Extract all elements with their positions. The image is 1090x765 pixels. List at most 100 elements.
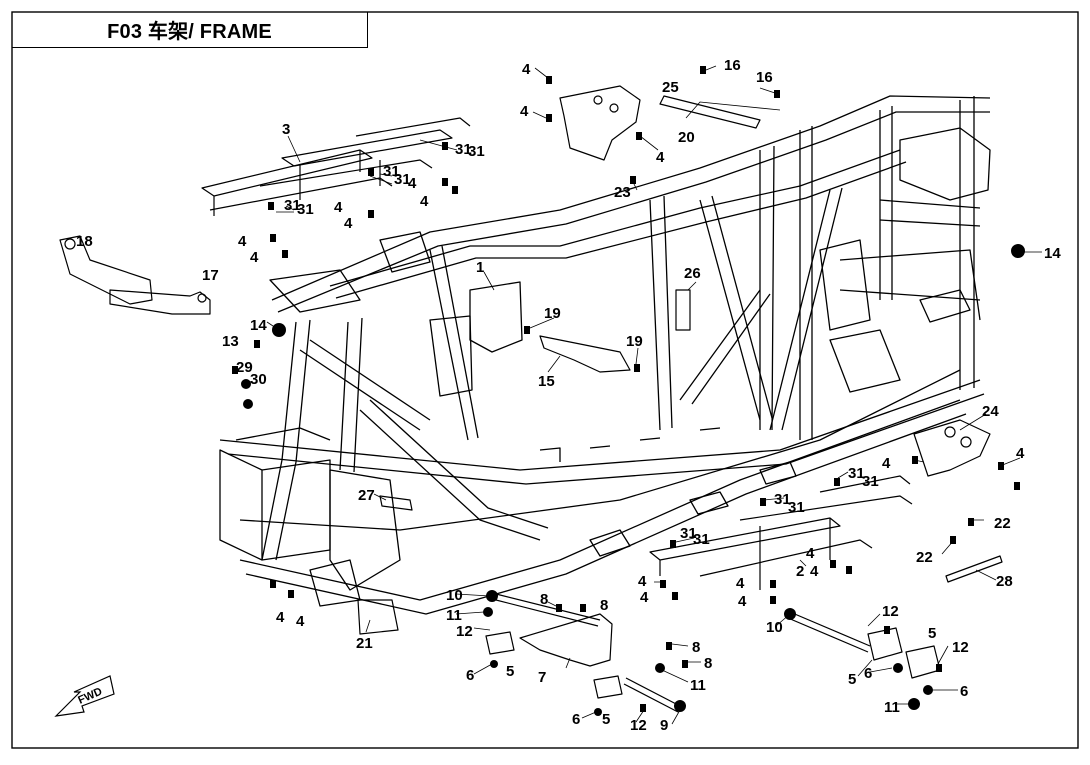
callout-20: 20 [678, 129, 695, 146]
callout-4l: 4 [806, 545, 815, 562]
part-15-stay [539, 335, 631, 373]
callout-5c: 5 [848, 671, 856, 688]
callout-31e: 31 [284, 197, 301, 214]
callout-31l: 31 [693, 531, 710, 548]
callout-4a: 4 [408, 175, 417, 192]
part-5-mount-b [593, 675, 623, 699]
callout-29: 29 [236, 359, 253, 376]
part-3-bracket [201, 117, 471, 216]
callout-6c: 6 [864, 665, 872, 682]
main-frame [219, 95, 991, 615]
part-10-bolt [495, 593, 601, 627]
callout-17: 17 [202, 267, 219, 284]
callout-27: 27 [358, 487, 375, 504]
callout-4o: 4 [640, 589, 649, 606]
loose-parts [59, 65, 1042, 725]
callout-4c: 4 [334, 199, 343, 216]
callout-8a: 8 [540, 591, 548, 608]
callout-4m: 4 [810, 563, 819, 580]
callout-4j: 4 [882, 455, 891, 472]
callout-4n: 4 [638, 573, 647, 590]
callout-4h: 4 [520, 103, 529, 120]
part-21-bracket [357, 599, 399, 635]
callout-23: 23 [614, 184, 631, 201]
part-20-plate [659, 95, 761, 129]
callout-18: 18 [76, 233, 93, 250]
callout-31d: 31 [394, 171, 411, 188]
callout-31b: 31 [468, 143, 485, 160]
callout-31k: 31 [680, 525, 697, 542]
callout-1: 1 [476, 259, 484, 276]
callout-14b: 14 [250, 317, 267, 334]
part-17-bracket [109, 289, 211, 315]
callout-26: 26 [684, 265, 701, 282]
callout-2: 2 [796, 563, 804, 580]
callout-5a: 5 [506, 663, 514, 680]
part-10-bolt-b [787, 611, 871, 653]
callout-12a: 12 [456, 623, 473, 640]
callout-8b: 8 [600, 597, 608, 614]
callout-10b: 10 [766, 619, 783, 636]
callout-6d: 6 [960, 683, 968, 700]
part-24-bracket [913, 419, 991, 477]
callout-11a: 11 [446, 607, 462, 624]
callout-3: 3 [282, 121, 290, 138]
callout-31f: 31 [297, 201, 314, 218]
callout-9: 9 [660, 717, 668, 734]
callout-31h: 31 [862, 473, 879, 490]
callout-4r: 4 [276, 609, 285, 626]
part-2-bracket [649, 475, 913, 590]
callout-labels: 3313131313131444444181744254201616231414… [76, 57, 1061, 734]
callout-4q: 4 [738, 593, 747, 610]
callout-4i: 4 [656, 149, 665, 166]
part-26-bracket [675, 289, 691, 331]
callout-31c: 31 [383, 163, 400, 180]
callout-15: 15 [538, 373, 555, 390]
callout-22a: 22 [994, 515, 1011, 532]
callout-31j: 31 [788, 499, 805, 516]
fasteners [232, 66, 1025, 716]
part-27-pin [379, 495, 413, 511]
callout-12b: 12 [630, 717, 647, 734]
part-5-mount-a [485, 631, 515, 655]
part-7-arm [519, 613, 613, 667]
callout-31g: 31 [848, 465, 865, 482]
callout-4k: 4 [1016, 445, 1025, 462]
callout-12c: 12 [882, 603, 899, 620]
callout-4g: 4 [522, 61, 531, 78]
callout-12d: 12 [952, 639, 969, 656]
part-5-mount-d [905, 645, 941, 679]
callout-14a: 14 [1044, 245, 1061, 262]
callout-4p: 4 [736, 575, 745, 592]
callout-4s: 4 [296, 613, 305, 630]
callout-25: 25 [662, 79, 679, 96]
diagram-border [11, 11, 1079, 749]
callout-5d: 5 [928, 625, 936, 642]
callout-22b: 22 [916, 549, 933, 566]
callout-8c: 8 [692, 639, 700, 656]
callout-31i: 31 [774, 491, 791, 508]
callout-21: 21 [356, 635, 373, 652]
callout-8d: 8 [704, 655, 712, 672]
callout-4e: 4 [238, 233, 247, 250]
callout-30: 30 [250, 371, 267, 388]
leader-lines [266, 65, 1042, 725]
callout-16b: 16 [756, 69, 773, 86]
part-18-bracket [59, 235, 153, 305]
part-28-rod [945, 555, 1003, 583]
callout-4b: 4 [420, 193, 429, 210]
callout-19b: 19 [626, 333, 643, 350]
callout-11b: 11 [690, 677, 706, 694]
fwd-arrow-icon: FWD [54, 675, 115, 717]
callout-24: 24 [982, 403, 999, 420]
callout-4f: 4 [250, 249, 259, 266]
callout-6a: 6 [466, 667, 474, 684]
callout-5b: 5 [602, 711, 610, 728]
callout-4d: 4 [344, 215, 353, 232]
part-9-bolt [623, 677, 681, 713]
callout-16a: 16 [724, 57, 741, 74]
callout-10a: 10 [446, 587, 463, 604]
callout-7: 7 [538, 669, 546, 686]
callout-19a: 19 [544, 305, 561, 322]
